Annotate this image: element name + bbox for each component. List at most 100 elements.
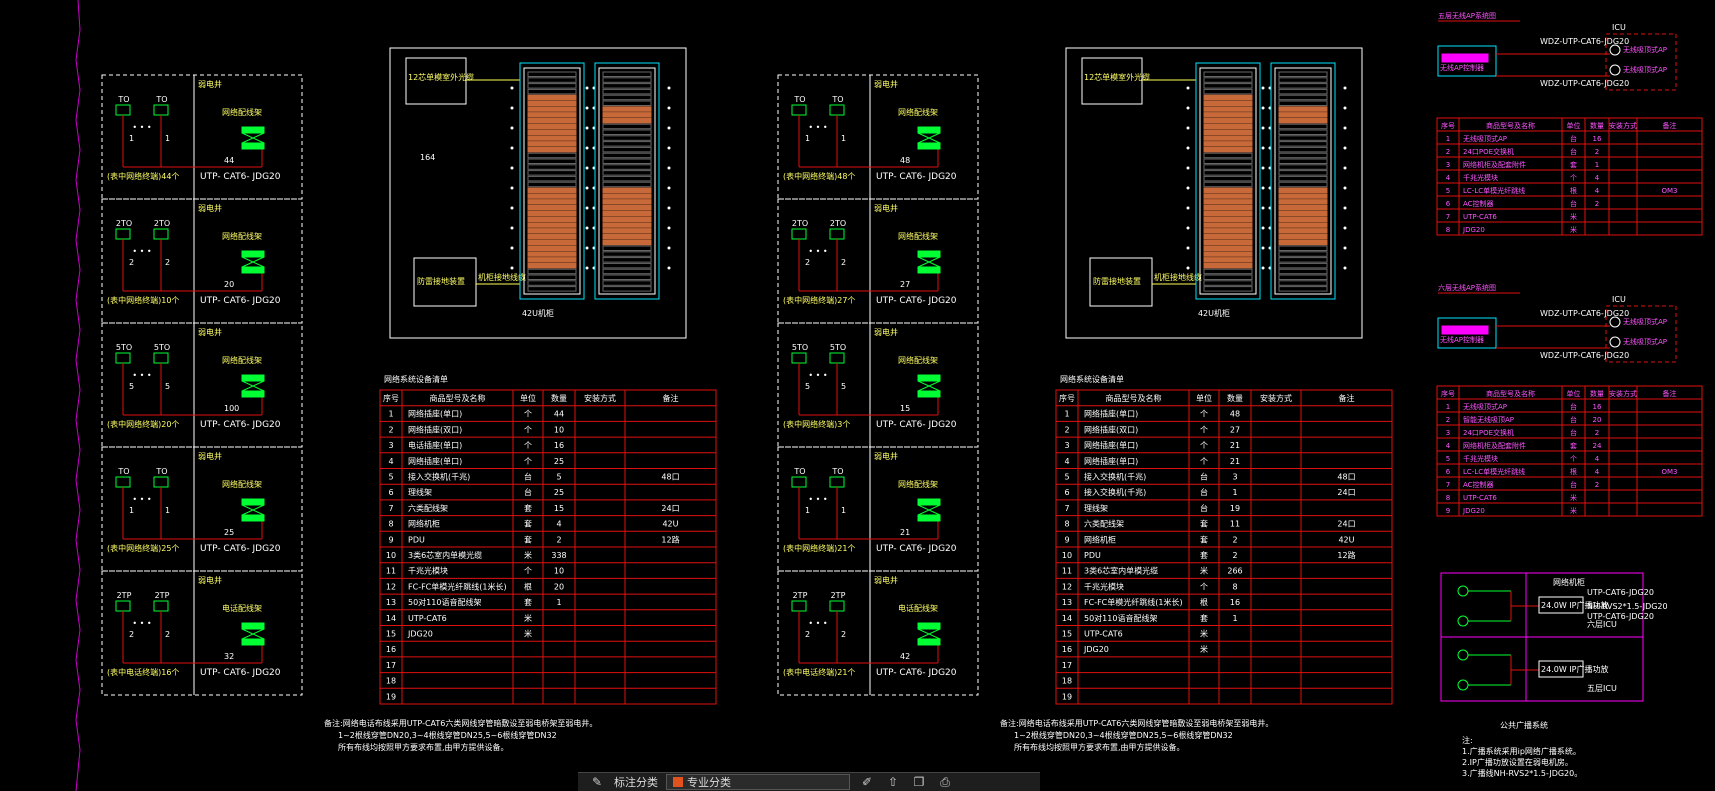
bcast-zone: 五层ICU xyxy=(1587,684,1617,693)
copy-icon[interactable]: ❐ xyxy=(913,775,925,789)
rack-unit xyxy=(602,164,652,170)
rack-unit xyxy=(1203,141,1253,147)
rack-unit xyxy=(1203,268,1253,275)
table-cell: 米 xyxy=(524,629,532,639)
ap-table-cell: OM3 xyxy=(1661,468,1677,476)
jack-count: 2 xyxy=(841,630,846,639)
print-icon[interactable]: ⎙ xyxy=(940,775,950,789)
rack-tick xyxy=(667,106,671,110)
ap-icon xyxy=(1609,44,1621,56)
jack-symbol xyxy=(829,600,845,612)
jack-label: 5TO xyxy=(154,343,170,352)
table-cell: UTP-CAT6 xyxy=(1084,630,1123,639)
ap-table-cell: 4 xyxy=(1446,174,1451,182)
cabinet-outline xyxy=(1195,62,1261,300)
ellipsis: • • • xyxy=(808,247,827,256)
rack-unit xyxy=(527,158,577,164)
table-cell: 台 xyxy=(524,472,532,482)
amp-box xyxy=(1538,596,1584,614)
edit-icon[interactable]: ✐ xyxy=(861,775,873,789)
ap-line-label: WDZ-UTP-CAT6-JDG20 xyxy=(1540,79,1629,88)
rack-unit xyxy=(527,141,577,147)
rack-unit xyxy=(1278,286,1328,292)
patch-panel-symbol xyxy=(241,250,265,258)
rack-unit xyxy=(602,262,652,269)
jack-label: 5TO xyxy=(792,343,808,352)
toolbar-label[interactable]: 标注分类 xyxy=(614,776,658,789)
device-label: 网络配线架 xyxy=(222,107,262,117)
bcast-title: 公共广播系统 xyxy=(1500,720,1548,730)
upload-icon[interactable]: ⇧ xyxy=(887,775,899,789)
patch-panel-symbol xyxy=(917,250,941,258)
table-cell: JDG20 xyxy=(407,630,433,639)
rack-unit xyxy=(1203,123,1253,130)
rack-tick xyxy=(667,86,671,90)
rack-unit xyxy=(1203,164,1253,170)
ap-icon xyxy=(1609,336,1621,348)
rack-unit xyxy=(602,193,652,199)
table-cell: 个 xyxy=(1200,410,1208,419)
ap-table-cell: 6 xyxy=(1446,200,1451,208)
jack-count: 2 xyxy=(129,630,134,639)
table-cell: 3类6芯室内单模光缆 xyxy=(1084,566,1158,576)
rack-unit xyxy=(1278,117,1328,124)
rack-tick xyxy=(667,186,671,190)
rack-unit xyxy=(1278,268,1328,275)
rack-tick xyxy=(1343,126,1347,130)
ap-table xyxy=(1436,117,1703,236)
rack-tick xyxy=(667,166,671,170)
table-cell: 48 xyxy=(1230,410,1240,419)
jack-count: 1 xyxy=(129,134,134,143)
jack-count: 5 xyxy=(841,382,846,391)
rack-unit xyxy=(1278,94,1328,101)
patch-panel-symbol xyxy=(241,498,265,506)
ap-label: 无线吸顶式AP xyxy=(1623,45,1667,54)
rack-unit xyxy=(1203,245,1253,251)
ap-table-cell: 4 xyxy=(1595,174,1600,182)
table-cell: 18 xyxy=(386,677,396,686)
rack-unit xyxy=(602,117,652,124)
table-cell: 15 xyxy=(1062,630,1072,639)
device-label: 电话配线架 xyxy=(898,603,938,613)
rack-tick xyxy=(1343,146,1347,150)
speaker-icon xyxy=(1457,615,1469,627)
cable-spec: UTP- CAT6- JDG20 xyxy=(876,544,957,554)
layer-dropdown[interactable]: 专业分类 xyxy=(666,774,850,790)
rack-unit xyxy=(602,83,652,89)
rack-tick xyxy=(585,226,589,230)
rack-unit xyxy=(527,83,577,89)
table-cell: 2 xyxy=(1064,425,1069,434)
annotation-icon[interactable]: ✎ xyxy=(591,775,603,789)
jack-count: 1 xyxy=(805,506,810,515)
ap-table-cell: 2 xyxy=(1446,148,1450,156)
device-label: 网络配线架 xyxy=(898,107,938,117)
table-cell: 接入交换机(千兆) xyxy=(1084,487,1146,497)
rack-unit xyxy=(602,239,652,246)
jack-count: 5 xyxy=(165,382,170,391)
ap-controller-label: 无线AP控制器 xyxy=(1440,335,1484,344)
ap-zone-label: ICU xyxy=(1612,295,1626,304)
rack-unit xyxy=(1203,170,1253,176)
table-title: 网络系统设备清单 xyxy=(384,374,448,384)
patch-panel-symbol xyxy=(241,374,265,382)
table-cell: FC-FC单模光纤跳线(1米长) xyxy=(408,581,507,591)
patch-cross xyxy=(241,256,265,268)
table-cell: 19 xyxy=(386,692,396,701)
ap-table-cell: 米 xyxy=(1570,506,1577,515)
table-cell: 个 xyxy=(1200,425,1208,434)
rack-tick xyxy=(1343,266,1347,270)
rack-unit xyxy=(602,222,652,228)
jack-label: TO xyxy=(793,95,805,104)
rack-unit xyxy=(1278,88,1328,95)
table-cell: 13 xyxy=(1062,598,1072,607)
patch-panel-symbol xyxy=(917,142,941,150)
table-cell: 个 xyxy=(1200,582,1208,591)
rack-tick xyxy=(1343,166,1347,170)
ap-zone xyxy=(1605,305,1677,363)
table-cell: 1 xyxy=(1232,614,1237,623)
table-cell: 6 xyxy=(1064,488,1069,497)
table-cell: 4 xyxy=(1064,457,1069,466)
ellipsis: • • • xyxy=(132,123,151,132)
rack-unit xyxy=(1278,181,1328,188)
